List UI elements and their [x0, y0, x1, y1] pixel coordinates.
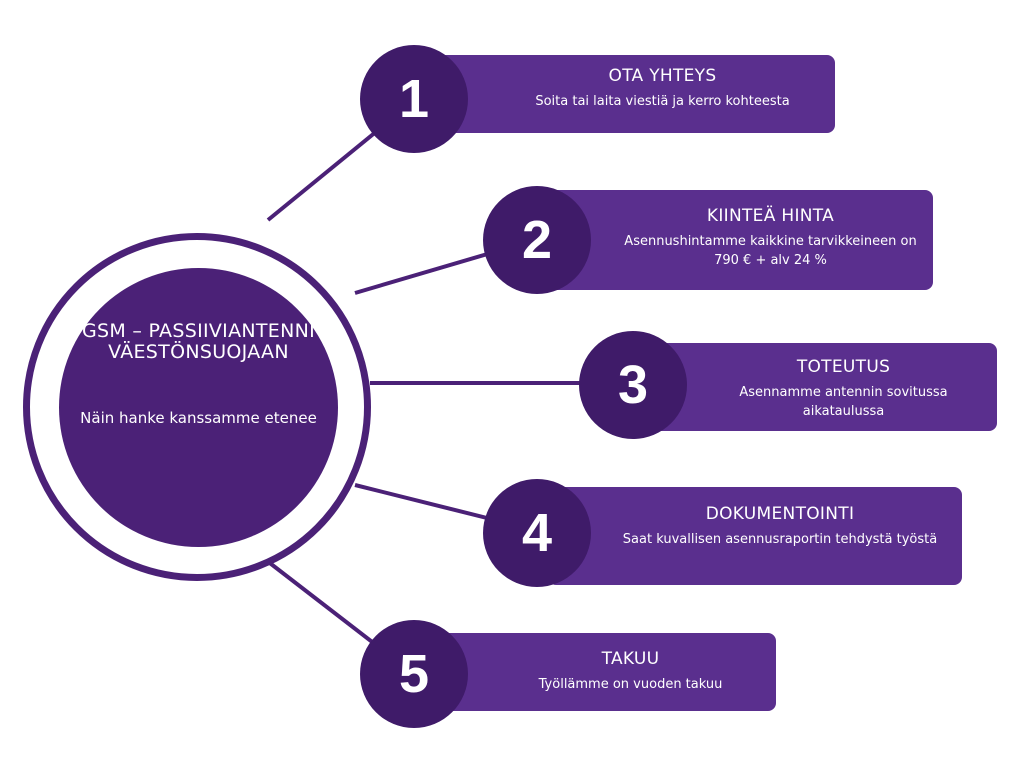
step-card-1: OTA YHTEYS Soita tai laita viestiä ja ke… — [430, 55, 835, 133]
step-2-title: KIINTEÄ HINTA — [706, 206, 835, 226]
step-2-text: Asennushintamme kaikkine tarvikkeineen o… — [624, 234, 917, 268]
step-5-title: TAKUU — [601, 649, 660, 669]
hub-subtitle: Näin hanke kanssamme etenee — [80, 409, 317, 427]
step-5-badge: 5 — [360, 620, 468, 728]
step-card-3: TOTEUTUS Asennamme antennin sovitussa ai… — [645, 343, 997, 431]
step-3-title: TOTEUTUS — [796, 357, 891, 377]
step-1-badge: 1 — [360, 45, 468, 153]
step-card-5: TAKUU Työllämme on vuoden takuu — [430, 633, 776, 711]
step-card-4: DOKUMENTOINTI Saat kuvallisen asennusrap… — [548, 487, 962, 585]
step-card-2: KIINTEÄ HINTA Asennushintamme kaikkine t… — [548, 190, 933, 290]
step-2-badge: 2 — [483, 186, 591, 294]
step-1-text: Soita tai laita viestiä ja kerro kohtees… — [535, 94, 790, 109]
hub-circle: GSM – PASSIIVIANTENNI VÄESTÖNSUOJAAN Näi… — [59, 268, 338, 547]
step-3-badge: 3 — [579, 331, 687, 439]
step-4-badge: 4 — [483, 479, 591, 587]
step-4-text: Saat kuvallisen asennusraportin tehdystä… — [622, 532, 938, 547]
step-1-title: OTA YHTEYS — [608, 66, 717, 86]
step-5-text: Työllämme on vuoden takuu — [538, 677, 723, 692]
step-4-title: DOKUMENTOINTI — [705, 504, 855, 524]
hub-title: GSM – PASSIIVIANTENNI VÄESTÖNSUOJAAN — [81, 320, 316, 363]
step-3-text: Asennamme antennin sovitussa aikatauluss… — [739, 385, 948, 419]
